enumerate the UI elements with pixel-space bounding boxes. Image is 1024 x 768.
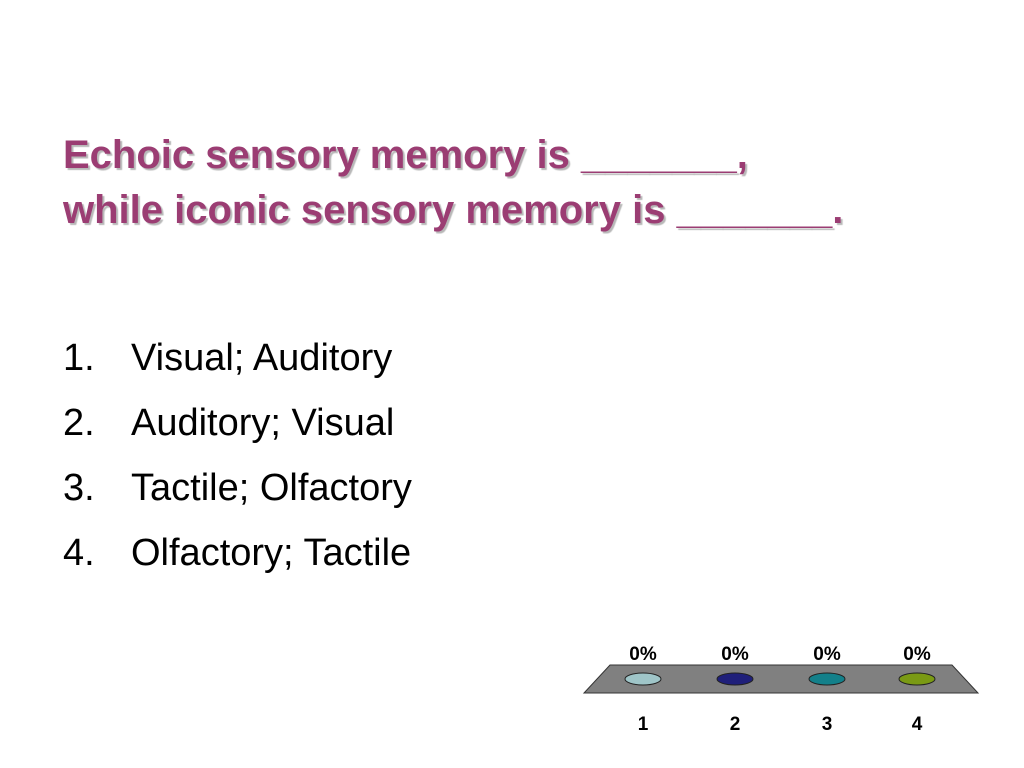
slide-title: Echoic sensory memory is _______, while … xyxy=(63,128,843,238)
category-label-1: 1 xyxy=(638,714,649,735)
bar-top-3 xyxy=(808,672,846,686)
bar-top-1 xyxy=(624,672,662,686)
option-number: 1. xyxy=(63,337,95,379)
value-label-4: 0% xyxy=(903,644,931,665)
value-label-3: 0% xyxy=(813,644,841,665)
chart-floor xyxy=(582,664,980,694)
title-line-2: while iconic sensory memory is _______. xyxy=(63,188,844,232)
response-chart: 0% 1 0% 2 0% 3 0% 4 xyxy=(580,630,990,755)
option-4[interactable]: 4. Olfactory; Tactile xyxy=(63,525,412,590)
option-text: Olfactory; Tactile xyxy=(131,532,412,574)
option-number: 2. xyxy=(63,402,95,444)
answer-options: 1. Visual; Auditory 2. Auditory; Visual 3.… xyxy=(63,330,412,590)
option-number: 3. xyxy=(63,467,95,509)
title-line-1: Echoic sensory memory is _______, xyxy=(63,133,748,177)
option-3[interactable]: 3. Tactile; Olfactory xyxy=(63,460,412,525)
bar-top-4 xyxy=(898,672,936,686)
option-text: Visual; Auditory xyxy=(131,337,393,379)
value-label-2: 0% xyxy=(721,644,749,665)
option-1[interactable]: 1. Visual; Auditory xyxy=(63,330,412,395)
response-chart-svg: 0% 1 0% 2 0% 3 0% 4 xyxy=(582,644,980,735)
option-2[interactable]: 2. Auditory; Visual xyxy=(63,395,412,460)
category-label-4: 4 xyxy=(912,714,923,735)
option-text: Tactile; Olfactory xyxy=(131,467,412,509)
bar-top-2 xyxy=(716,672,754,686)
value-label-1: 0% xyxy=(629,644,657,665)
category-label-2: 2 xyxy=(730,714,741,735)
option-text: Auditory; Visual xyxy=(131,402,395,444)
option-number: 4. xyxy=(63,532,95,574)
category-label-3: 3 xyxy=(822,714,833,735)
